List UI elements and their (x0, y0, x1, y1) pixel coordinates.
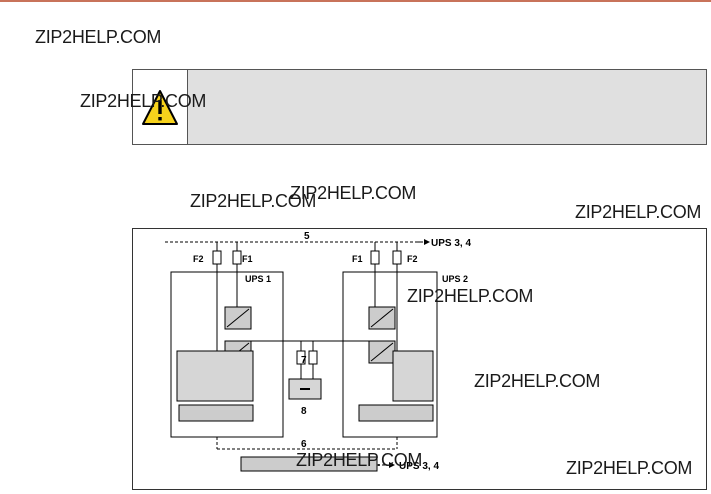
watermark: ZIP2HELP.COM (35, 27, 162, 47)
header-rule (0, 0, 711, 2)
fuse-f2-label: F2 (193, 254, 204, 264)
bus-bottom-label: 6 (301, 439, 307, 450)
warning-triangle-icon (142, 90, 178, 125)
parallel-ups-wiring-diagram: 5 UPS 3, 4 F2 F1 F1 F2 UPS 1 UPS 2 (132, 228, 707, 490)
fuse-7-label: 7 (301, 355, 307, 366)
watermark: ZIP2HELP.COM (80, 91, 207, 111)
fuse-f1-label: F1 (352, 254, 363, 264)
ups-arrow-bottom-label: UPS 3, 4 (399, 461, 439, 472)
watermark: ZIP2HELP.COM (290, 183, 417, 203)
fuse-f1-label: F1 (242, 254, 253, 264)
watermark: ZIP2HELP.COM (296, 450, 423, 470)
watermark: ZIP2HELP.COM (474, 371, 601, 391)
bus-top-label: 5 (304, 231, 310, 242)
warning-icon-cell (133, 70, 188, 144)
ups-arrow-top-label: UPS 3, 4 (431, 238, 471, 249)
diagram-canvas: 5 UPS 3, 4 F2 F1 F1 F2 UPS 1 UPS 2 (165, 231, 471, 472)
battery-label: 8 (301, 406, 307, 417)
watermark: ZIP2HELP.COM (566, 458, 693, 478)
watermark: ZIP2HELP.COM (407, 286, 534, 306)
warning-notice-box (132, 69, 707, 145)
ups1-label: UPS 1 (245, 274, 271, 284)
fuse-f2-label: F2 (407, 254, 418, 264)
ups2-label: UPS 2 (442, 274, 468, 284)
watermark: ZIP2HELP.COM (575, 202, 702, 222)
watermark: ZIP2HELP.COM (190, 191, 317, 211)
